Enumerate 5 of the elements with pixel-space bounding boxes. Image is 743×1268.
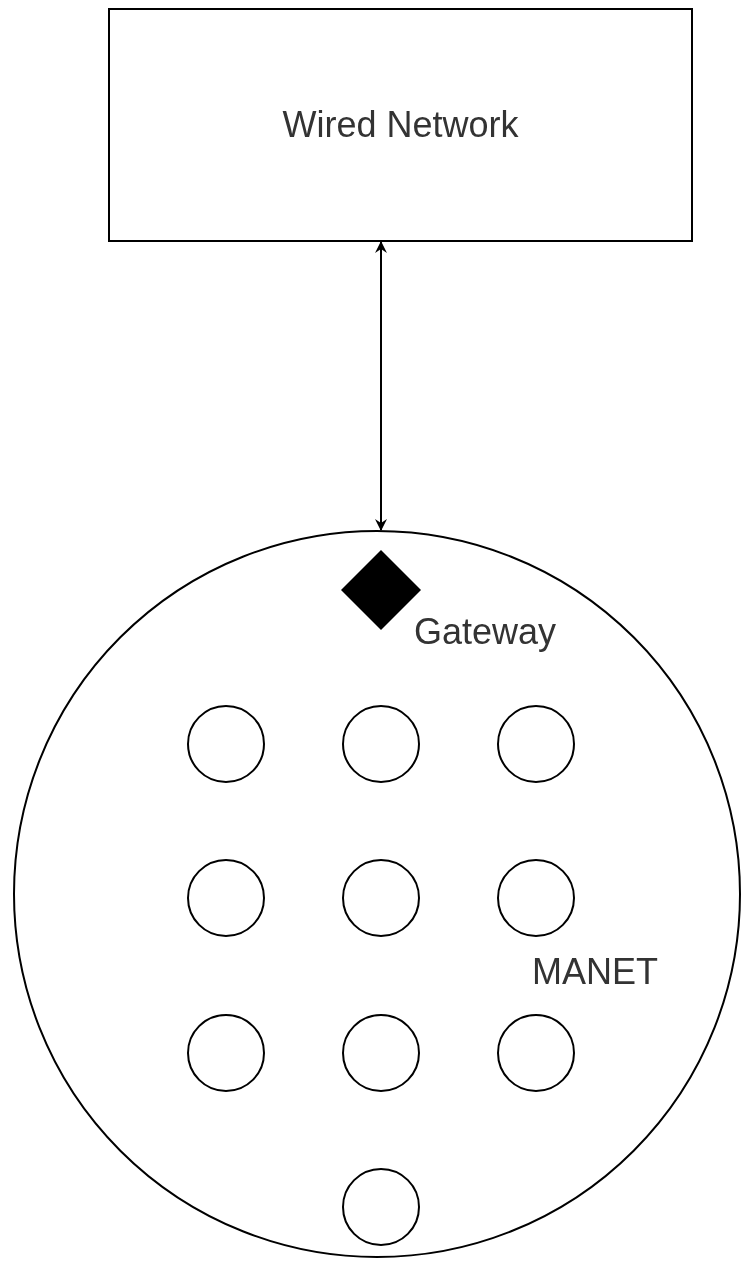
- network-label: MANET: [532, 952, 658, 992]
- node-label: Wired Network: [282, 105, 519, 145]
- gateway-label: Gateway: [414, 612, 557, 652]
- double-arrow: [375, 241, 387, 531]
- network-box: [108, 8, 693, 242]
